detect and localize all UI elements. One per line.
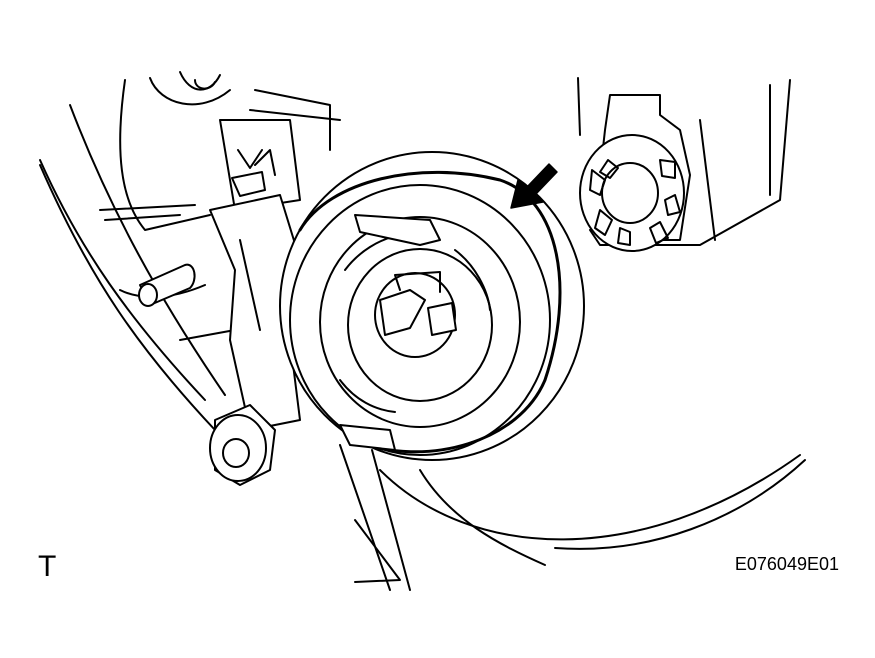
figure-code-label: E076049E01 — [734, 554, 839, 574]
corner-mark-label: T — [38, 550, 57, 583]
pivot-boss — [209, 404, 276, 486]
indicator-arrow-icon — [510, 163, 558, 209]
engine-block-outline — [39, 71, 341, 431]
sensor-housing — [577, 77, 791, 252]
pulley-bolt — [374, 271, 457, 358]
tensioner-arm — [209, 194, 301, 431]
upper-bracket — [219, 119, 301, 211]
drive-belt — [339, 444, 806, 591]
mounting-stud — [138, 263, 196, 307]
